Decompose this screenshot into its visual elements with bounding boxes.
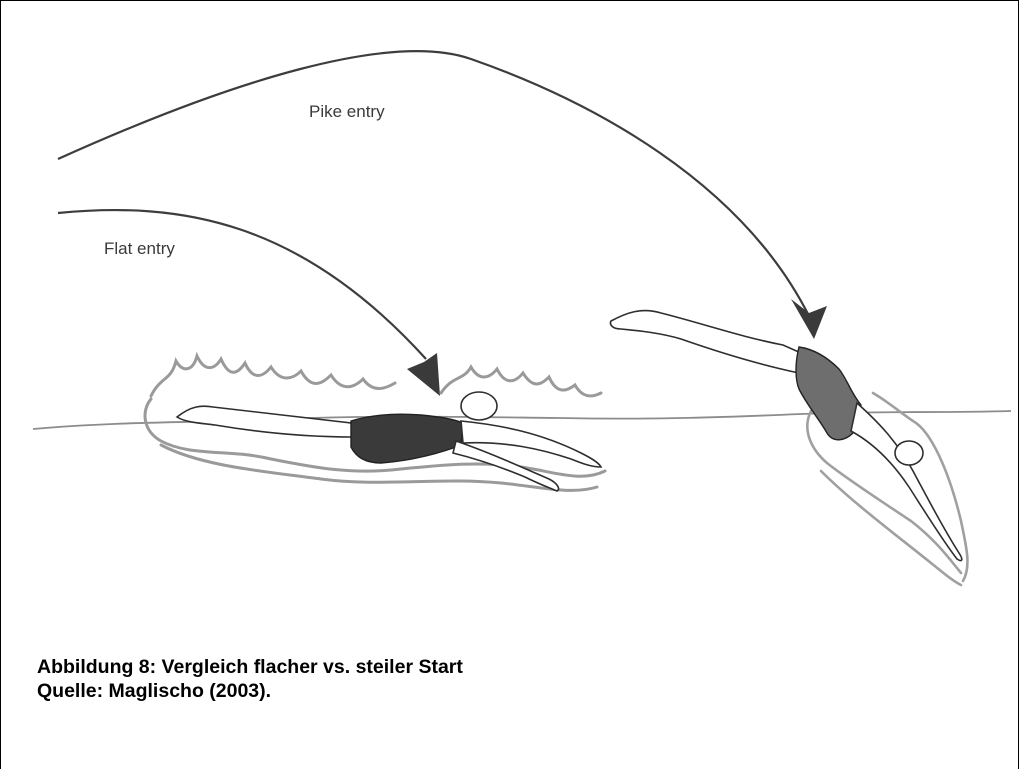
pike-swimmer-suit	[796, 347, 861, 440]
pike-swimmer-head	[895, 441, 923, 465]
flat-entry-trajectory	[58, 210, 426, 359]
pike-entry-label: Pike entry	[309, 102, 385, 121]
flat-entry-label: Flat entry	[104, 239, 175, 258]
flat-swimmer-suit	[351, 414, 463, 463]
flat-swimmer-legs	[177, 406, 353, 437]
caption-title: Abbildung 8: Vergleich flacher vs. steil…	[37, 655, 463, 679]
pike-entry-swimmer	[610, 311, 961, 561]
flat-entry-swimmer	[177, 392, 601, 491]
pike-entry-trajectory	[58, 51, 809, 316]
figure-caption: Abbildung 8: Vergleich flacher vs. steil…	[37, 655, 463, 703]
pike-entry-arrowhead	[791, 299, 827, 339]
pike-swimmer-legs	[610, 311, 801, 373]
flat-entry-arrowhead	[407, 353, 440, 396]
pike-swimmer-torso-arms	[851, 403, 962, 561]
caption-source: Quelle: Maglischo (2003).	[37, 679, 463, 703]
flat-swimmer-head	[461, 392, 497, 420]
